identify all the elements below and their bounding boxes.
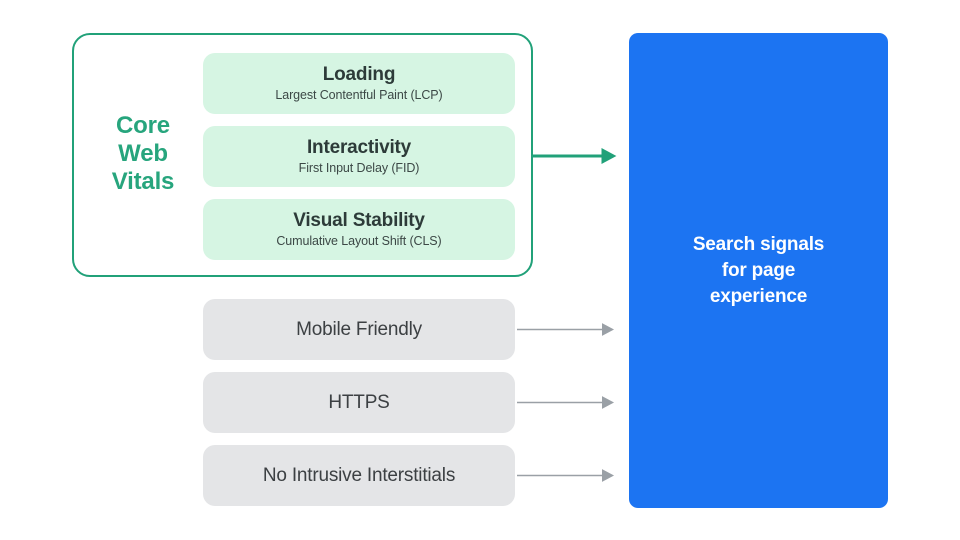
metric-card-title: Loading [322, 64, 396, 85]
signal-box-mobile-friendly: Mobile Friendly [203, 299, 515, 360]
outcome-line-2: for page [721, 259, 796, 281]
outcome-panel-text: Search signals for page experience [649, 232, 869, 310]
outcome-panel-search-signals: Search signals for page experience [629, 33, 888, 508]
signal-box-label: No Intrusive Interstitials [262, 464, 456, 486]
core-web-vitals-label-line-1: Core [116, 112, 170, 139]
signal-box-https: HTTPS [203, 372, 515, 433]
metric-card-subtitle: Largest Contentful Paint (LCP) [275, 88, 443, 102]
core-web-vitals-label: Core Web Vitals [100, 112, 186, 196]
metric-card-title: Interactivity [306, 137, 412, 158]
metric-card-loading: Loading Largest Contentful Paint (LCP) [203, 53, 515, 114]
metric-card-subtitle: First Input Delay (FID) [298, 161, 420, 175]
metric-card-title: Visual Stability [293, 210, 425, 231]
metric-card-interactivity: Interactivity First Input Delay (FID) [203, 126, 515, 187]
outcome-line-1: Search signals [692, 233, 825, 255]
core-web-vitals-label-line-3: Vitals [111, 168, 175, 195]
metric-card-visual-stability: Visual Stability Cumulative Layout Shift… [203, 199, 515, 260]
signal-box-label: HTTPS [328, 391, 390, 413]
metric-card-subtitle: Cumulative Layout Shift (CLS) [276, 234, 442, 248]
signal-box-label: Mobile Friendly [296, 318, 422, 340]
outcome-line-3: experience [709, 285, 808, 307]
signal-box-no-intrusive-interstitials: No Intrusive Interstitials [203, 445, 515, 506]
core-web-vitals-group [72, 33, 533, 277]
core-web-vitals-label-line-2: Web [118, 140, 168, 167]
